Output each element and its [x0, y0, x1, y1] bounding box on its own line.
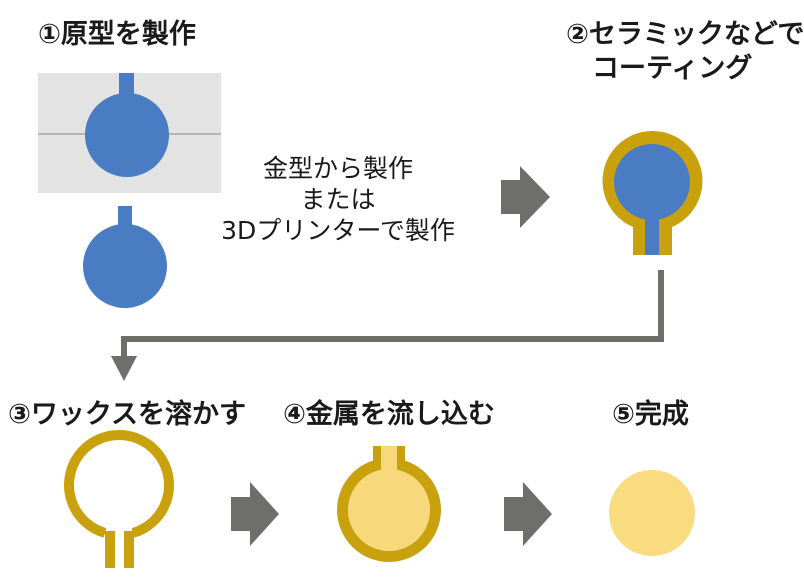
step-5-title: ⑤完成 [612, 399, 689, 430]
note-line-1: 金型から製作 [262, 154, 413, 183]
step-2-title: ②セラミックなどで コーティング [566, 18, 804, 86]
lost-wax-casting-diagram: ①原型を製作 ②セラミックなどで コーティング 金型から製作 または 3Dプリン… [8, 19, 804, 568]
coated-wax-icon [602, 130, 703, 255]
mold-icon [38, 73, 221, 193]
hollow-shell-ring [64, 430, 174, 538]
finished-piece-icon [609, 470, 695, 556]
wax-model-body [83, 224, 167, 308]
coated-wax-body [614, 144, 690, 220]
arrow-icon [501, 166, 550, 228]
step-2-title-line-2: コーティング [592, 53, 753, 84]
hollow-shell-icon [64, 430, 174, 568]
coated-wax-sprue [645, 210, 659, 255]
step-2-title-line-1: ②セラミックなどで [566, 19, 804, 50]
connector-line [121, 270, 664, 358]
arrow-icon [231, 482, 279, 546]
poured-metal-icon [337, 446, 441, 562]
process-illustration [38, 73, 703, 568]
poured-metal-sprue [381, 446, 397, 482]
note-line-2: または [300, 185, 376, 214]
connector-arrowhead [111, 356, 137, 381]
wax-model-icon [83, 206, 167, 308]
step-1-title: ①原型を製作 [38, 19, 196, 50]
poured-metal-body [348, 469, 430, 551]
mold-wax-body [85, 93, 169, 177]
connector-arrow-icon [111, 270, 664, 381]
arrow-icon [504, 482, 552, 546]
step-4-title: ④金属を流し込む [283, 399, 495, 430]
note-line-3: 3Dプリンターで製作 [221, 216, 455, 245]
production-method-note: 金型から製作 または 3Dプリンターで製作 [208, 153, 468, 246]
step-3-title: ③ワックスを溶かす [8, 399, 247, 430]
